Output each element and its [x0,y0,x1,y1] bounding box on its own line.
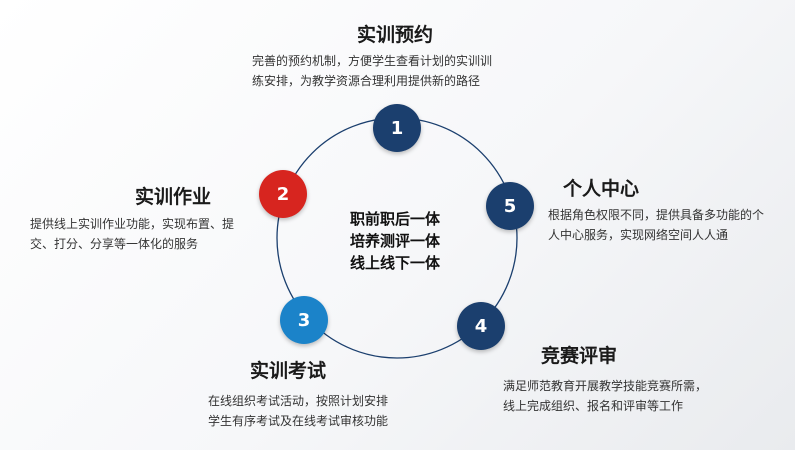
step-5-description: 根据角色权限不同，提供具备多功能的个 人中心服务，实现网络空间人人通 [548,208,765,242]
step-1-title: 实训预约 [357,24,434,46]
step-5-title: 个人中心 [563,178,640,200]
center-line-3: 线上线下一体 [349,254,440,272]
center-line-2: 培养测评一体 [349,232,440,250]
step-2-number: 2 [276,183,290,205]
step-3-number: 3 [297,309,311,331]
center-text: 职前职后一体 培养测评一体 线上线下一体 [330,208,460,274]
center-line-1: 职前职后一体 [349,210,440,228]
step-3-title: 实训考试 [250,360,327,382]
step-4-number: 4 [474,315,488,337]
step-5-number: 5 [503,195,517,217]
step-4-title: 竞赛评审 [541,345,618,367]
step-5-node: 5 [486,182,534,230]
step-4-node: 4 [457,302,505,350]
step-4-description: 满足师范教育开展教学技能竞赛所需， 线上完成组织、报名和评审等工作 [503,379,708,413]
step-1-number: 1 [390,117,404,139]
step-1-node: 1 [373,104,421,152]
step-2-node: 2 [259,170,307,218]
step-3-node: 3 [280,296,328,344]
step-2-description: 提供线上实训作业功能，实现布置、提 交、打分、分享等一体化的服务 [30,217,235,251]
step-1-description: 完善的预约机制，方便学生查看计划的实训训 练安排，为教学资源合理利用提供新的路径 [252,54,493,88]
step-3-description: 在线组织考试活动，按照计划安排 学生有序考试及在线考试审核功能 [208,394,389,428]
step-2-title: 实训作业 [135,186,212,208]
